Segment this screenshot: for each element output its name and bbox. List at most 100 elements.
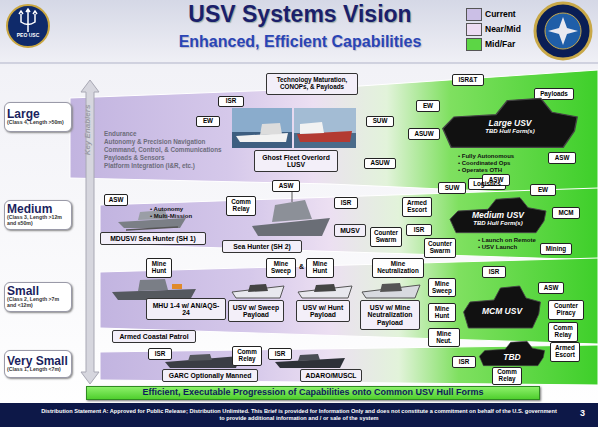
capability-text: ISR [459,359,470,366]
system-box: Armed Coastal Patrol [112,330,196,343]
capability-tag: Mine Hunt [428,303,456,322]
capability-tag: ASW [548,152,576,164]
capability-tag: ASUW [364,158,396,169]
capability-tag: Comm Relay [492,367,522,385]
sea-hunter-2 [252,190,330,236]
class-text: (Class 1, Length <7m) [7,367,61,373]
capability-tag: ISR [334,197,358,209]
capability-tag: ISR [218,96,244,107]
system-name: Armed Coastal Patrol [119,333,188,340]
capability-tag: ASW [104,194,128,206]
banner-text: Efficient, Executable Progression of Cap… [142,388,483,397]
enabler-item: Payloads & Sensors [104,155,254,163]
capability-text: ASW [109,197,124,204]
capability-text: Payloads [540,91,568,98]
capability-text: ISR [489,269,500,276]
small-band [100,258,598,344]
class-text: Small [7,285,39,298]
system-box: USV w/ Sweep Payload [228,300,284,322]
hull-outline [464,286,541,328]
legend-text: Mid/Far [485,38,533,51]
system-name: ADARO/MUSCL [306,372,357,379]
capability-tag: Counter Swarm [424,238,456,258]
hull-text: Medium USV [472,211,524,220]
system-name: GARC Optionally Manned [169,372,252,379]
capability-text: ASUW [414,131,433,138]
hull-outline [443,98,577,147]
capability-text: Mine Sweep [268,261,294,274]
legend-text: Current [485,8,533,21]
capability-tag: ASUW [408,128,440,140]
capability-tag: Mine Hunt [306,258,334,278]
enabler-item: Endurance [104,131,254,139]
enabler-item: Command, Control, & Communications [104,147,254,155]
capability-text: Counter Swarm [426,241,454,254]
hull-outline [479,341,544,366]
capability-text: Mine Sweep [430,281,454,294]
capability-tag: ISR [482,266,506,278]
capability-tag: Counter Swarm [370,227,402,247]
subtitle: Enhanced, Efficient Capabilities [130,33,470,53]
capability-tag: ISR [148,348,172,360]
capability-text: Comm Relay [234,349,260,362]
class-text: (Class 3, Length >12m and ≤50m) [7,215,69,227]
legend-swatch [466,38,482,51]
capability-text: Counter Swarm [372,230,400,243]
hull-silhouette: Medium USVTBD Hull Form(s) [448,196,548,236]
capability-tag: ASW [272,180,300,192]
capability-text: Armed Escort [552,345,578,358]
capability-tag: Mine Sweep [428,278,456,297]
capability-tag: MCM [552,207,580,219]
capability-text: SUW [445,185,460,192]
feature-bullet: • Fully Autonomous [458,153,538,160]
system-name: MUSV [340,227,360,234]
capability-tag: Mine Neutralization [372,258,424,278]
summary-banner: Efficient, Executable Progression of Cap… [86,386,540,400]
capability-tag: Mine Hunt [146,258,172,278]
system-name: USV w/ Mine Neutralization Payload [363,304,417,326]
hull-silhouette: TBD [478,340,546,368]
system-box: USV w/ Hunt Payload [296,300,350,322]
class-text: Medium [7,203,52,216]
slide-title: USV Systems Vision [90,1,510,31]
system-box: Sea Hunter (SH 2) [222,240,302,253]
capability-tag: ISR&T [452,74,484,86]
feature-bullet: • Launch on Remote [478,237,548,244]
capability-tag: Armed Escort [550,342,580,362]
size-class-box: Small(Class 2, Length >7m and <12m) [4,282,72,312]
capability-text: Mining [546,246,566,253]
capability-text: Mine Hunt [148,261,170,274]
capability-tag: Comm Relay [548,322,578,342]
capability-text: Counter Piracy [550,303,582,316]
feature-bullet: • Multi-Mission [150,213,210,220]
system-box: Ghost Fleet Overlord LUSV [254,150,338,172]
capability-tag: Counter Piracy [548,300,584,320]
size-class-box: Very Small(Class 1, Length <7m) [4,350,72,378]
capability-text: Mine Neut. [430,331,458,344]
capability-tag: ASW [538,282,564,294]
system-box: MDUSV/ Sea Hunter (SH 1) [100,232,206,245]
capability-tag: Mine Neut. [428,328,460,347]
small-usv-boats [232,283,420,298]
capability-tag: Mining [540,243,572,255]
system-name: USV w/ Hunt Payload [299,304,347,319]
legend-text: Near/Mid [485,23,533,36]
system-box: MHU 1-4 w/ AN/AQS-24 [146,298,226,320]
capability-text: ISR&T [459,77,478,84]
hull-text: TBD [503,353,520,362]
ghost-fleet-photos [232,108,356,148]
mhu-boat [112,279,196,300]
capability-text: ISR [226,98,237,105]
note-box: Technology Maturation, CONOPs, & Payload… [266,73,358,95]
hull-text: Large USV [489,119,532,128]
capability-text: ISR [275,351,286,358]
page-number: 3 [575,409,590,421]
enabler-item: Autonomy & Precision Navigation [104,139,254,147]
system-box: MUSV [334,224,366,237]
class-text: (Class 2, Length >7m and <12m) [7,297,69,309]
size-class-box: Medium(Class 3, Length >12m and ≤50m) [4,200,72,230]
system-name: MDUSV/ Sea Hunter (SH 1) [110,235,196,242]
feature-bullet: • USV Launch [478,244,548,251]
capability-text: ASW [544,285,559,292]
